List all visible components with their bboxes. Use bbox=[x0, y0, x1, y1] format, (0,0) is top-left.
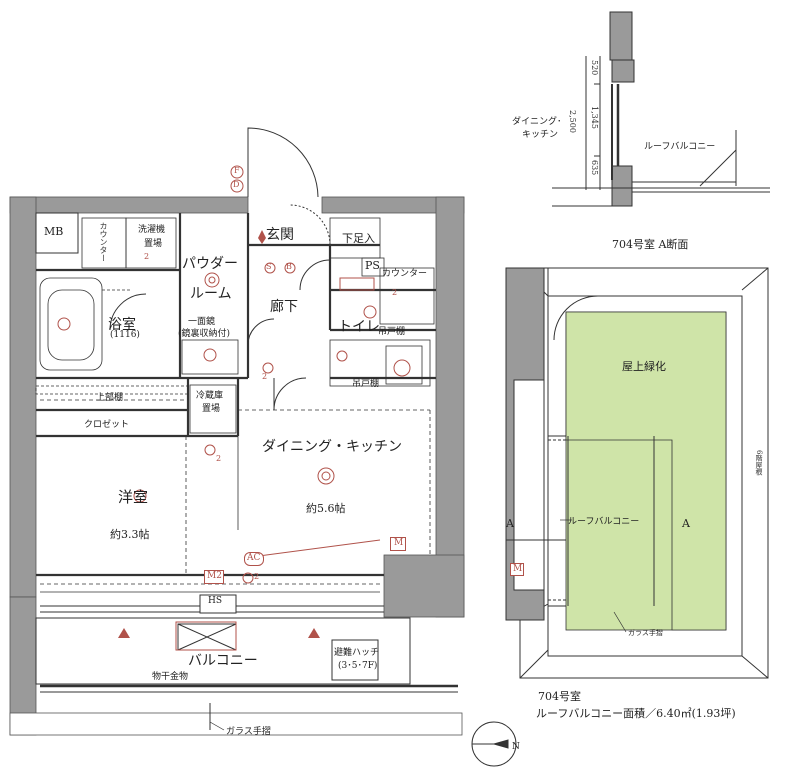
fixture-symbols bbox=[57, 165, 411, 651]
closet-label: クロゼット bbox=[84, 420, 130, 430]
wall-cabinet-toilet-label: 吊戸棚 bbox=[378, 327, 406, 337]
western-room-label: 洋室 bbox=[118, 488, 149, 506]
roof-right-note: 6階屋根 bbox=[755, 450, 763, 476]
counter-left-label: カウンター bbox=[99, 222, 108, 262]
fixture-mark-2b: 2 bbox=[262, 372, 268, 381]
exterior-walls bbox=[9, 196, 465, 736]
section-title: 704号室 A断面 bbox=[612, 238, 689, 251]
toilet-label: トイレ bbox=[338, 319, 380, 335]
fridge-label-1: 冷蔵庫 bbox=[196, 391, 224, 401]
shoe-cabinet-label: 下足入 bbox=[342, 232, 375, 245]
drying-rod-label: 物干金物 bbox=[152, 672, 189, 682]
ac-badge: AC bbox=[244, 552, 264, 566]
hs-label: HS bbox=[208, 596, 223, 606]
bath-size-label: (1116) bbox=[110, 330, 140, 340]
powder-room-label-1: パウダー bbox=[182, 256, 238, 272]
fixture-mark-f: F bbox=[234, 166, 240, 175]
roof-glass-rail-label: ガラス手摺 bbox=[628, 629, 663, 637]
section-dim-520: 520 bbox=[590, 60, 599, 76]
hatch-label-1: 避難ハッチ bbox=[334, 648, 380, 658]
fixture-mark-2d: 2 bbox=[254, 572, 260, 581]
fridge-label-2: 置場 bbox=[202, 404, 221, 414]
roof-green-label: 屋上緑化 bbox=[622, 360, 666, 373]
section-dk-label-2: キッチン bbox=[522, 130, 559, 140]
section-mark-a-left: A bbox=[506, 517, 514, 530]
balcony-area bbox=[35, 617, 458, 730]
section-roof-label: ルーフバルコニー bbox=[644, 142, 716, 152]
section-dim-1345: 1,345 bbox=[590, 106, 599, 129]
washer-label-2: 置場 bbox=[144, 239, 163, 249]
counter-right-label: カウンター bbox=[382, 269, 428, 279]
western-room-area: 約3.3帖 bbox=[110, 528, 150, 541]
roof-room-number: 704号室 bbox=[538, 690, 581, 703]
m2-badge: M2 bbox=[204, 570, 224, 584]
entrance-label: 玄関 bbox=[266, 227, 294, 243]
fixture-mark-s: S bbox=[266, 262, 272, 271]
wall-cabinet-kitchen-label: 吊戸棚 bbox=[352, 379, 380, 389]
mb-label: MB bbox=[44, 225, 64, 238]
section-a-drawing bbox=[552, 11, 770, 207]
mb-space bbox=[35, 212, 79, 254]
ps-label: PS bbox=[365, 259, 380, 272]
glass-rail-label: ガラス手摺 bbox=[226, 727, 271, 737]
fixture-mark-d: D bbox=[233, 180, 240, 189]
section-dim-2500: 2,500 bbox=[568, 110, 577, 133]
compass-north-label: N bbox=[512, 742, 520, 752]
compass-icon bbox=[471, 721, 517, 767]
corridor-label: 廊下 bbox=[270, 299, 298, 315]
interior-walls bbox=[36, 213, 436, 577]
balcony-label: バルコニー bbox=[188, 653, 258, 669]
dining-kitchen-area: 約5.6帖 bbox=[306, 502, 346, 515]
roof-m-badge: M bbox=[510, 563, 524, 576]
bathroom-label: 浴室 bbox=[108, 317, 136, 333]
fixture-mark-2: 2 bbox=[144, 252, 150, 261]
m-badge: M bbox=[390, 537, 406, 551]
mirror-label-1: 一面鏡 bbox=[188, 317, 216, 327]
fixture-mark-b: B bbox=[286, 262, 292, 271]
hatch-label-2: (3･5･7F) bbox=[338, 661, 378, 671]
section-dim-635: 635 bbox=[590, 160, 599, 176]
fixture-mark-2c: 2 bbox=[216, 454, 222, 463]
section-dk-label-1: ダイニング･ bbox=[512, 117, 562, 127]
washer-label-1: 洗濯機 bbox=[138, 225, 166, 235]
roof-balcony-area: ルーフバルコニー面積／6.40㎡(1.93坪) bbox=[536, 707, 736, 720]
powder-room-label-2: ルーム bbox=[190, 286, 232, 302]
fixture-mark-2e: 2 bbox=[392, 288, 398, 297]
roof-balcony-label: ルーフバルコニー bbox=[568, 517, 640, 527]
section-mark-a-right: A bbox=[682, 517, 690, 530]
dining-kitchen-label: ダイニング・キッチン bbox=[262, 439, 402, 455]
mirror-label-2: (鏡裏収納付) bbox=[178, 329, 231, 339]
upper-shelf-label: 上部棚 bbox=[96, 393, 124, 403]
